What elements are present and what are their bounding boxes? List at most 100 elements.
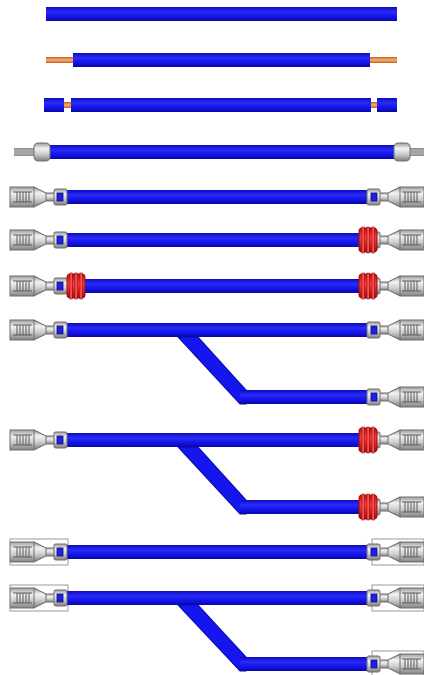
insulation-window xyxy=(56,235,64,245)
insulation-slug-left xyxy=(44,98,64,112)
insulation-window xyxy=(370,659,378,669)
branch-wire xyxy=(240,390,377,404)
wire-insulation xyxy=(64,279,377,293)
wire-insulation xyxy=(64,591,377,605)
wire-insulation xyxy=(46,7,397,21)
receptacle-body xyxy=(399,186,424,208)
conductor-crimp xyxy=(45,547,55,557)
conductor-crimp xyxy=(45,235,55,245)
insulation-window xyxy=(56,325,64,335)
receptacle-body xyxy=(9,275,35,297)
conductor-crimp xyxy=(379,502,389,512)
bare-conductor-left xyxy=(46,57,74,63)
receptacle-body xyxy=(399,541,424,563)
terminal-branch xyxy=(366,386,424,408)
receptacle-body xyxy=(399,587,424,609)
conductor-crimp xyxy=(45,593,55,603)
seal-rib xyxy=(361,272,365,300)
terminal-transition xyxy=(387,319,401,341)
terminal-left xyxy=(9,229,68,251)
insulation-window xyxy=(56,435,64,445)
terminal-transition xyxy=(387,275,401,297)
terminal-transition xyxy=(33,229,47,251)
terminal-transition xyxy=(33,319,47,341)
receptacle-body xyxy=(9,587,35,609)
stage-stripped-wire xyxy=(46,53,397,67)
stage-partially-stripped-wire xyxy=(44,98,397,112)
branch-wire xyxy=(240,500,377,514)
receptacle-body xyxy=(399,229,424,251)
terminal-transition xyxy=(33,429,47,451)
wire-insulation xyxy=(64,433,377,447)
seal-rib xyxy=(371,226,375,254)
seal-rib xyxy=(361,226,365,254)
branch-wire xyxy=(240,657,377,671)
bare-conductor-left xyxy=(64,102,72,108)
receptacle-body xyxy=(9,319,35,341)
stage-housed-splice-harness xyxy=(9,584,424,675)
conductor-crimp xyxy=(379,281,389,291)
terminal-transition xyxy=(387,587,401,609)
insulation-window xyxy=(370,547,378,557)
seal xyxy=(358,226,378,254)
branch-wire-diagonal xyxy=(176,604,247,672)
stage-ferrule-crimped-wire xyxy=(14,142,424,162)
stage-seal-right-end xyxy=(9,226,424,254)
conductor-crimp xyxy=(45,281,55,291)
terminal-branch xyxy=(366,653,424,675)
wire-insulation xyxy=(64,233,377,247)
insulation-window xyxy=(370,325,378,335)
branch-wire-diagonal xyxy=(176,336,247,405)
receptacle-body xyxy=(399,275,424,297)
seal-rib xyxy=(366,493,370,521)
conductor-crimp xyxy=(379,192,389,202)
insulation-window xyxy=(370,392,378,402)
stage-cut-wire xyxy=(46,7,397,21)
terminal-left xyxy=(9,587,68,609)
insulation-window xyxy=(56,593,64,603)
receptacle-body xyxy=(9,229,35,251)
seal-rib xyxy=(361,493,365,521)
insulation-window xyxy=(56,192,64,202)
wire-insulation xyxy=(64,545,377,559)
ferrule xyxy=(393,142,424,162)
terminal-transition xyxy=(33,587,47,609)
terminal-transition xyxy=(33,275,47,297)
terminal-right xyxy=(366,319,424,341)
terminal-right xyxy=(366,587,424,609)
stage-splice-harness xyxy=(9,319,424,408)
insulation-window xyxy=(370,593,378,603)
bare-conductor-right xyxy=(368,57,397,63)
seal xyxy=(358,493,378,521)
wire-insulation xyxy=(71,98,371,112)
terminal-transition xyxy=(33,186,47,208)
seal xyxy=(358,272,378,300)
terminal-transition xyxy=(387,541,401,563)
terminal-transition xyxy=(387,186,401,208)
terminal-left xyxy=(9,429,68,451)
conductor-crimp xyxy=(379,392,389,402)
terminal-left xyxy=(9,275,68,297)
stage-housed-wire xyxy=(9,538,424,566)
receptacle-body xyxy=(399,496,424,518)
terminal-left xyxy=(9,186,68,208)
insulation-window xyxy=(370,192,378,202)
conductor-crimp xyxy=(45,192,55,202)
conductor-crimp xyxy=(379,435,389,445)
ferrule xyxy=(14,142,51,162)
wire-insulation xyxy=(73,53,370,67)
terminal-left xyxy=(9,319,68,341)
seal-rib xyxy=(69,272,73,300)
insulation-window xyxy=(56,281,64,291)
seal-rib xyxy=(74,272,78,300)
stage-sealed-splice-harness xyxy=(9,426,424,521)
receptacle-body xyxy=(9,429,35,451)
receptacle-body xyxy=(399,319,424,341)
stage-seals-both-ends xyxy=(9,272,424,300)
receptacle-body xyxy=(399,429,424,451)
seal xyxy=(66,272,86,300)
wire-insulation xyxy=(46,145,400,159)
receptacle-body xyxy=(399,386,424,408)
